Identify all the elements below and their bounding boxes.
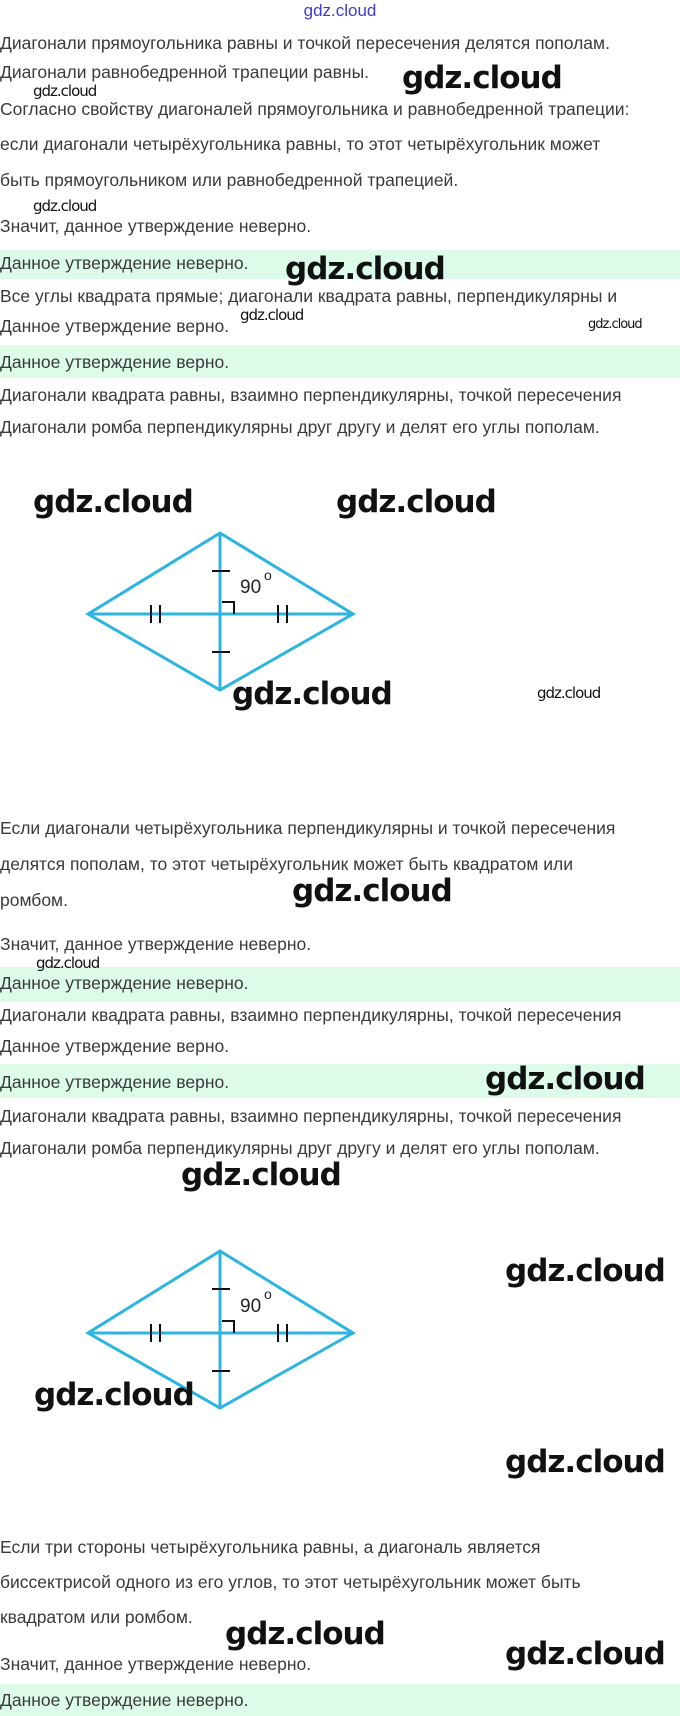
text-line: Все углы квадрата прямые; диагонали квад… [0,286,618,306]
answer-band [0,1684,680,1716]
rhombus-diagram: 90 o [85,1249,356,1410]
text-line: Значит, данное утверждение неверно. [0,1654,312,1674]
answer-text: Данное утверждение неверно. [0,1690,249,1710]
text-line: квадратом или ромбом. [0,1607,193,1627]
answer-text: Данное утверждение верно. [0,352,230,372]
text-line: Данное утверждение верно. [0,316,230,336]
text-line: ромбом. [0,890,68,910]
watermark: gdz.cloud [225,1616,386,1652]
angle-label: 90 [240,1296,261,1317]
text-line: Если три стороны четырёхугольника равны,… [0,1537,541,1557]
watermark: gdz.cloud [181,1157,342,1193]
angle-label: 90 [240,577,261,598]
text-line: Диагонали прямоугольника равны и точкой … [0,33,610,53]
degree-sign: o [264,1286,272,1302]
text-line: Диагонали квадрата равны, взаимно перпен… [0,385,622,405]
text-line: Значит, данное утверждение неверно. [0,934,312,954]
watermark: gdz.cloud [537,684,601,702]
watermark: gdz.cloud [33,82,97,100]
text-line: Диагонали ромба перпендикулярны друг дру… [0,1138,600,1158]
text-line: Диагонали ромба перпендикулярны друг дру… [0,417,600,437]
text-line: Если диагонали четырёхугольника перпенди… [0,818,616,838]
answer-band [0,1064,680,1098]
answer-text: Данное утверждение неверно. [0,973,249,993]
watermark: gdz.cloud [505,1636,666,1672]
answer-band [0,250,680,279]
watermark: gdz.cloud [292,873,453,909]
rhombus-diagram: 90 o [85,531,356,692]
answer-text: Данное утверждение неверно. [0,253,249,273]
text-line: биссектрисой одного из его углов, то это… [0,1572,581,1592]
watermark: gdz.cloud [33,197,97,215]
watermark: gdz.cloud [336,484,497,520]
text-line: Диагонали равнобедренной трапеции равны. [0,62,370,82]
degree-sign: o [264,567,272,583]
watermark: gdz.cloud [34,1377,195,1413]
watermark: gdz.cloud [402,60,563,96]
answer-band [0,345,680,378]
watermark: gdz.cloud [588,317,643,332]
site-header-link[interactable]: gdz.cloud [303,1,377,20]
text-line: Диагонали квадрата равны, взаимно перпен… [0,1106,622,1126]
watermark: gdz.cloud [232,676,393,712]
watermark: gdz.cloud [485,1061,646,1097]
answer-band [0,967,680,1002]
text-line: Диагонали квадрата равны, взаимно перпен… [0,1005,622,1025]
text-line: Данное утверждение верно. [0,1036,230,1056]
text-line: Значит, данное утверждение неверно. [0,216,312,236]
watermark: gdz.cloud [36,954,100,972]
text-line: делятся пополам, то этот четырёхугольник… [0,854,574,874]
watermark: gdz.cloud [240,306,304,324]
watermark: gdz.cloud [33,484,194,520]
watermark: gdz.cloud [505,1253,666,1289]
text-line: Согласно свойству диагоналей прямоугольн… [0,99,630,119]
watermark: gdz.cloud [505,1444,666,1480]
text-line: быть прямоугольником или равнобедренной … [0,170,459,190]
watermark: gdz.cloud [285,251,446,287]
text-line: если диагонали четырёхугольника равны, т… [0,134,601,154]
answer-text: Данное утверждение верно. [0,1072,230,1092]
